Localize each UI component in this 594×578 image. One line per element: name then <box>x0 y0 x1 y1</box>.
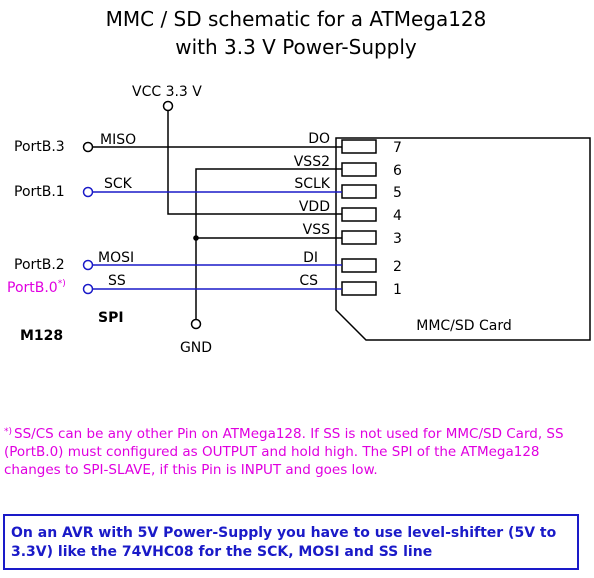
port-label-b0-marker: *) <box>58 279 66 289</box>
title-line-2: with 3.3 V Power-Supply <box>175 35 417 59</box>
port-label-b3: PortB.3 <box>14 139 65 155</box>
vss2-wire <box>195 168 342 320</box>
pin-number-2: 2 <box>393 259 402 275</box>
pad-pin-5 <box>341 184 377 199</box>
schematic-diagram: MMC / SD schematic for a ATMega128 with … <box>7 7 591 356</box>
pin-number-3: 3 <box>393 231 402 247</box>
signal-mosi: MOSI <box>98 250 134 266</box>
pad-pin-4 <box>341 207 377 222</box>
port-terminal-b0 <box>82 283 94 295</box>
gnd-terminal <box>190 318 202 330</box>
port-terminal-b3 <box>82 141 94 153</box>
port-label-b2: PortB.2 <box>14 257 65 273</box>
signal-miso: MISO <box>100 132 136 148</box>
pad-pin-2 <box>341 258 377 273</box>
pin-number-4: 4 <box>393 208 402 224</box>
signal-sck: SCK <box>104 176 133 192</box>
footnote: *)SS/CS can be any other Pin on ATMega12… <box>4 425 590 479</box>
port-label-b0: PortB.0*) <box>7 279 66 296</box>
card-outline <box>335 137 591 341</box>
gnd-label: GND <box>180 340 212 356</box>
pin-name-sclk: SCLK <box>294 176 330 192</box>
port-label-b1: PortB.1 <box>14 184 65 200</box>
pin-number-1: 1 <box>393 282 402 298</box>
pin-number-6: 6 <box>393 163 402 179</box>
pin-name-cs: CS <box>299 273 318 289</box>
pad-pin-6 <box>341 162 377 177</box>
vcc-label: VCC 3.3 V <box>132 84 202 100</box>
pin-name-di: DI <box>303 250 318 266</box>
pad-pin-7 <box>341 139 377 154</box>
footnote-text: SS/CS can be any other Pin on ATMega128.… <box>4 426 564 478</box>
signal-ss: SS <box>108 273 126 289</box>
level-shifter-warning: On an AVR with 5V Power-Supply you have … <box>3 514 579 570</box>
pad-pin-3 <box>341 230 377 245</box>
pad-pin-1 <box>341 281 377 296</box>
port-label-b0-name: PortB.0 <box>7 280 58 296</box>
pin-number-7: 7 <box>393 140 402 156</box>
port-terminal-b2 <box>82 259 94 271</box>
warning-text: On an AVR with 5V Power-Supply you have … <box>11 525 557 560</box>
vcc-terminal <box>162 100 174 112</box>
gnd-junction <box>193 235 199 241</box>
title-line-1: MMC / SD schematic for a ATMega128 <box>106 7 487 31</box>
pin-name-do: DO <box>308 131 330 147</box>
footnote-marker: *) <box>4 427 13 437</box>
spi-label: SPI <box>98 310 124 326</box>
pin-name-vdd: VDD <box>299 199 330 215</box>
pin-name-vss2: VSS2 <box>294 154 330 170</box>
card-label: MMC/SD Card <box>416 318 512 334</box>
pin-number-5: 5 <box>393 185 402 201</box>
m128-label: M128 <box>20 328 63 344</box>
vdd-wire <box>167 110 342 215</box>
port-terminal-b1 <box>82 186 94 198</box>
pin-name-vss: VSS <box>303 222 330 238</box>
